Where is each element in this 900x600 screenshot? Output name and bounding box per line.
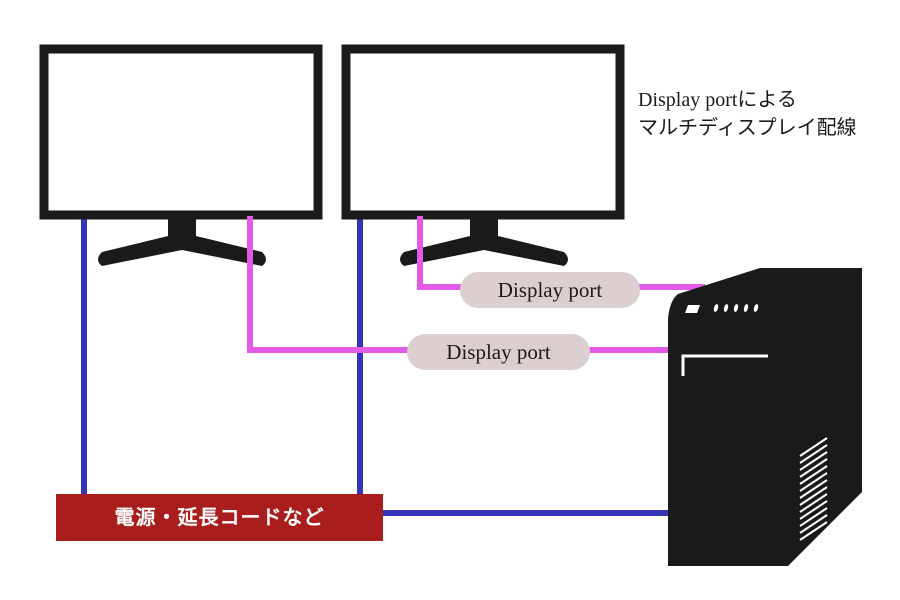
pc-tower (668, 268, 862, 566)
title-line-1: Display portによる (638, 89, 797, 111)
monitor-right (341, 44, 625, 266)
displayport-label-bottom: Display port (407, 334, 590, 370)
drive-bay-icon (685, 305, 700, 313)
monitor-left (39, 44, 323, 266)
diagram-title: Display portによる マルチディスプレイ配線 (638, 86, 857, 142)
power-cables (81, 216, 670, 516)
displayport-label-top: Display port (460, 272, 640, 308)
power-strip-label: 電源・延長コードなど (56, 494, 383, 541)
vent-grille (799, 437, 828, 541)
title-line-2: マルチディスプレイ配線 (638, 117, 857, 139)
indicator-lights (713, 304, 759, 312)
